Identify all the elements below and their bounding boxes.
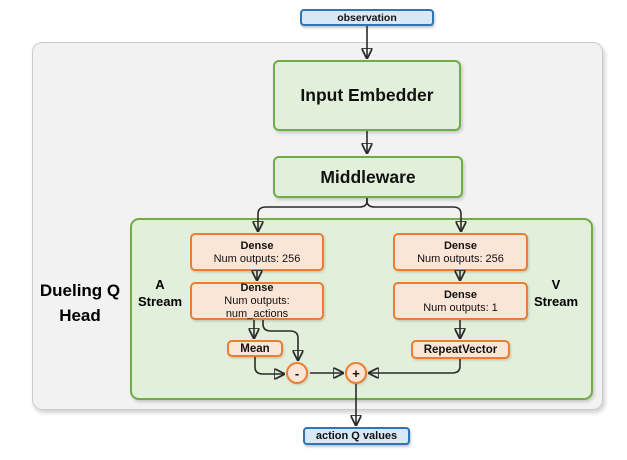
a-stream-label-line1: A [155, 277, 165, 292]
mean-label: Mean [240, 342, 270, 355]
dueling-q-head-label-line1: Dueling Q [39, 281, 121, 300]
plus-operator: + [345, 362, 367, 384]
observation-label: observation [337, 11, 397, 24]
middleware-label: Middleware [320, 166, 416, 187]
layer-title: Dense [240, 239, 274, 252]
mean-node: Mean [227, 340, 283, 357]
dueling-q-head-label: Dueling Q Head [26, 278, 134, 328]
repeat-vector-label: RepeatVector [423, 343, 498, 356]
layer-subtitle: Num outputs: 1 [423, 301, 498, 314]
minus-operator: - [286, 362, 308, 384]
a-stream-dense-1: Dense Num outputs: 256 [190, 233, 324, 271]
minus-operator-label: - [294, 365, 300, 381]
v-stream-dense-1: Dense Num outputs: 256 [393, 233, 528, 271]
observation-node: observation [300, 9, 434, 26]
action-q-values-node: action Q values [303, 427, 410, 445]
layer-subtitle: Num outputs: 256 [213, 252, 301, 265]
layer-subtitle: Num outputs: 256 [417, 252, 504, 265]
input-embedder-node: Input Embedder [273, 60, 461, 131]
action-q-values-label: action Q values [315, 430, 398, 442]
layer-title: Dense [443, 239, 478, 252]
a-stream-label: A Stream [134, 276, 186, 310]
v-stream-label-line2: Stream [533, 294, 579, 309]
repeat-vector-node: RepeatVector [411, 340, 510, 359]
layer-title: Dense [240, 282, 274, 294]
plus-operator-label: + [352, 365, 360, 381]
input-embedder-label: Input Embedder [300, 85, 434, 105]
layer-title: Dense [443, 288, 478, 301]
a-stream-dense-2: Dense Num outputs: num_actions [190, 282, 324, 320]
layer-subtitle: Num outputs: num_actions [224, 295, 290, 320]
v-stream-label: V Stream [530, 276, 582, 310]
dueling-q-head-label-line2: Head [59, 306, 101, 325]
a-stream-label-line2: Stream [137, 294, 183, 309]
middleware-node: Middleware [273, 156, 463, 198]
v-stream-dense-2: Dense Num outputs: 1 [393, 282, 528, 320]
v-stream-label-line1: V [551, 277, 561, 292]
